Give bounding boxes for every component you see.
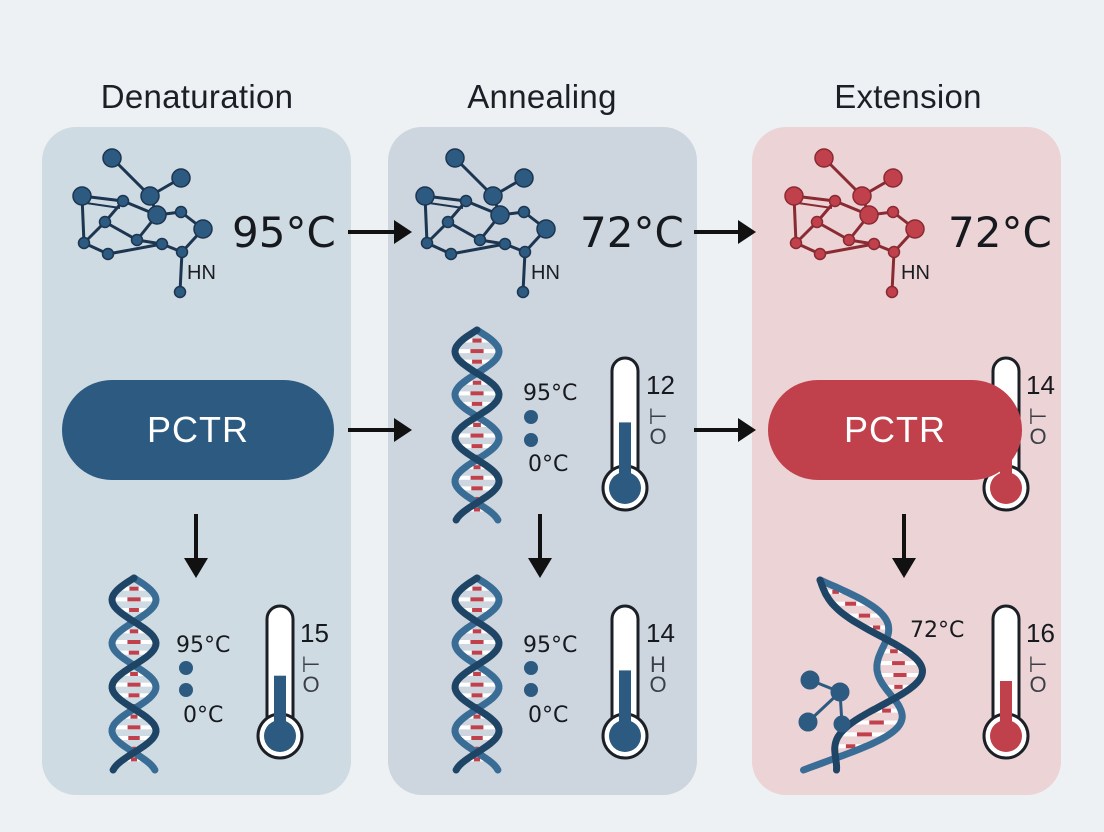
molecule-icon — [72, 148, 213, 299]
temp-high-label: 95°C — [523, 633, 578, 658]
thermometer-number: 15 — [300, 618, 329, 648]
heading-denaturation: Denaturation — [100, 78, 294, 115]
molecule-icon — [784, 148, 925, 299]
thermometer-icon — [601, 604, 649, 760]
arrow-down-icon — [184, 514, 208, 578]
thermometer-glyph: O — [649, 672, 667, 697]
thermometer-number: 12 — [646, 370, 675, 400]
dot-icon — [179, 683, 193, 697]
temp-label: 72°C — [910, 618, 965, 643]
hn-label: HN — [901, 262, 930, 284]
thermometer-glyph: O — [1029, 672, 1047, 697]
dot-icon — [524, 661, 538, 675]
arrow-right-icon — [348, 220, 412, 244]
heading-extension: Extension — [834, 78, 982, 115]
arrow-right-icon — [694, 418, 756, 442]
thermometer-glyph: ⊢ — [1028, 652, 1048, 677]
small-molecule-icon — [798, 670, 851, 733]
thermometer-number: 14 — [1026, 370, 1055, 400]
dot-icon — [524, 433, 538, 447]
molecule-icon — [415, 148, 556, 299]
temp-high-label: 95°C — [176, 633, 231, 658]
temp-low-label: 0°C — [183, 703, 224, 728]
dna-helix-icon — [108, 574, 160, 774]
pctr-pill-denaturation: PCTR — [62, 380, 334, 480]
pctr-pill-extension: PCTR — [768, 380, 1022, 480]
dna-helix-icon — [451, 574, 503, 774]
heading-annealing: Annealing — [467, 78, 617, 115]
arrow-down-icon — [528, 514, 552, 578]
thermometer-number: 16 — [1026, 618, 1055, 648]
panel-annealing — [388, 127, 697, 795]
temp-low-label: 0°C — [528, 703, 569, 728]
thermometer-glyph: O — [649, 424, 667, 449]
temp-low-label: 0°C — [528, 452, 569, 477]
thermometer-glyph: O — [1029, 424, 1047, 449]
temp-denaturation: 95°C — [232, 208, 336, 257]
thermometer-glyph: O — [302, 672, 320, 697]
dna-helix-icon — [800, 576, 927, 774]
dot-icon — [524, 683, 538, 697]
thermometer-glyph: ⊢ — [648, 404, 668, 429]
dot-icon — [524, 410, 538, 424]
temp-high-label: 95°C — [523, 381, 578, 406]
hn-label: HN — [531, 262, 560, 284]
arrow-right-icon — [694, 220, 756, 244]
arrow-right-icon — [348, 418, 412, 442]
hn-label: HN — [187, 262, 216, 284]
temp-extension: 72°C — [948, 208, 1052, 257]
thermometer-glyph: ⊢ — [1028, 404, 1048, 429]
temp-annealing: 72°C — [580, 208, 684, 257]
dot-icon — [179, 661, 193, 675]
thermometer-icon — [601, 356, 649, 512]
thermometer-glyph: ⊢ — [301, 652, 321, 677]
arrow-down-icon — [892, 514, 916, 578]
thermometer-number: 14 — [646, 618, 675, 648]
thermometer-icon — [982, 604, 1030, 760]
thermometer-glyph: H — [650, 652, 666, 677]
dna-helix-icon — [451, 326, 503, 524]
thermometer-icon — [256, 604, 304, 760]
